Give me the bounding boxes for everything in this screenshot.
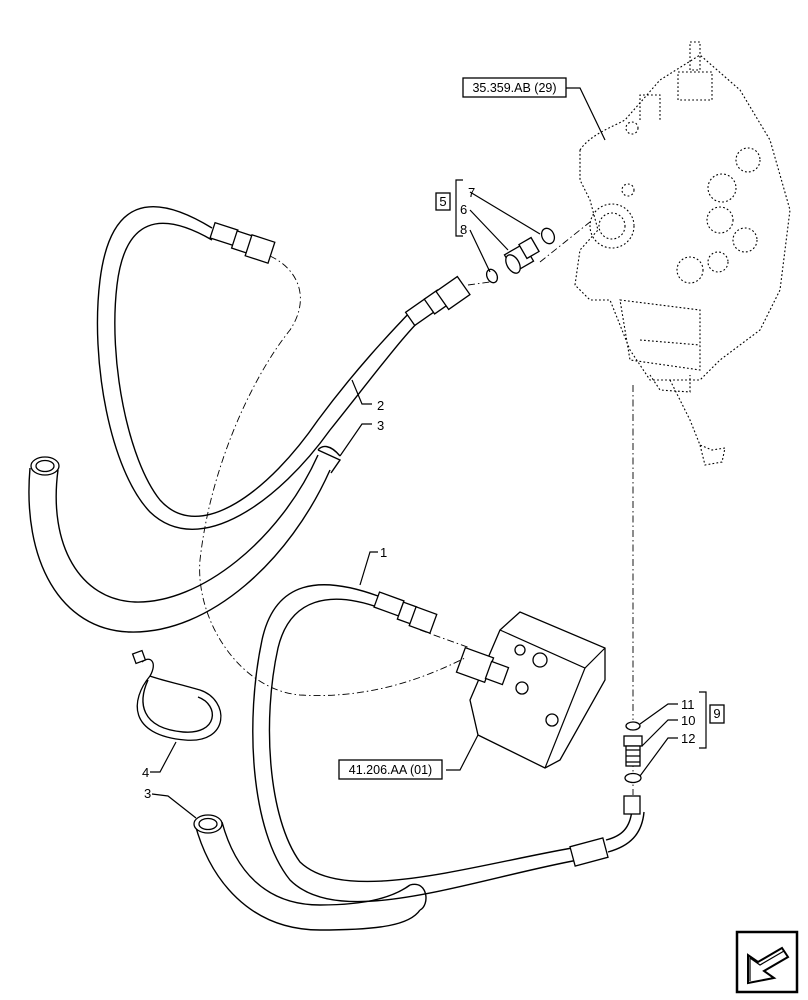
- callouts: 7 6 8 2 3 1 4 3 11 10 12: [142, 185, 695, 801]
- kit-label-lower: 9: [713, 706, 720, 721]
- reference-box-steering-unit[interactable]: 41.206.AA (01): [338, 759, 443, 780]
- control-valve: [574, 41, 791, 466]
- callout-1: 1: [380, 545, 387, 560]
- callout-2: 2: [377, 398, 384, 413]
- hose-lower: [252, 584, 645, 903]
- callout-12: 12: [681, 731, 695, 746]
- callout-6: 6: [460, 202, 467, 217]
- hose-upper: [96, 205, 471, 530]
- callout-11: 11: [681, 697, 695, 712]
- callout-3-upper: 3: [377, 418, 384, 433]
- callout-10: 10: [681, 713, 695, 728]
- connection-lines: [199, 221, 634, 795]
- reference-control-valve: 35.359.AB (29): [472, 81, 556, 95]
- reference-box-control-valve[interactable]: 35.359.AB (29): [462, 77, 567, 98]
- leader-lines: [150, 87, 707, 819]
- adapter-fitting-upper: [485, 227, 556, 284]
- arrow-back-icon[interactable]: [735, 930, 799, 994]
- callout-7: 7: [468, 185, 475, 200]
- kit-box-lower: 9: [709, 704, 725, 724]
- protective-sleeve-lower: [193, 814, 427, 931]
- callout-4: 4: [142, 765, 149, 780]
- callout-8: 8: [460, 222, 467, 237]
- steering-unit: [455, 611, 606, 769]
- kit-label-upper: 5: [439, 194, 446, 209]
- adapter-fitting-lower: [623, 721, 643, 784]
- hose-clamp: [131, 649, 222, 741]
- reference-steering-unit: 41.206.AA (01): [349, 763, 432, 777]
- callout-3-lower: 3: [144, 786, 151, 801]
- protective-sleeve-upper: [28, 445, 342, 633]
- kit-box-upper: 5: [435, 192, 451, 211]
